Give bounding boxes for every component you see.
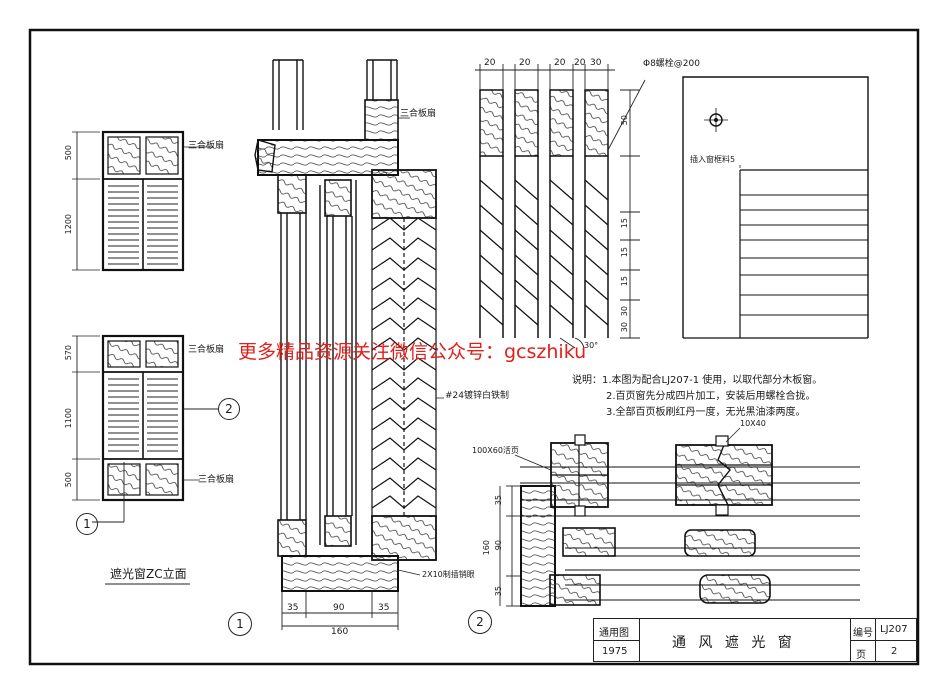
section2-dim-35b: 35 bbox=[494, 586, 503, 597]
elevation-title: 遮光窗ZC立面 bbox=[110, 567, 187, 581]
louver-dim-15b: 15 bbox=[620, 247, 629, 258]
section-1 bbox=[254, 59, 444, 630]
note-2: 2.百页窗先分成四片加工，安装后用螺栓合拢。 bbox=[606, 391, 816, 402]
section2-number: 2 bbox=[468, 610, 492, 634]
louver-dim-15c: 15 bbox=[620, 276, 629, 287]
label-plywood-sash-mid: 三合板扇 bbox=[188, 345, 225, 355]
dim-500-upper: 500 bbox=[64, 145, 73, 161]
louver-dim-20c: 20 bbox=[554, 58, 566, 68]
watermark-text: 更多精品资源关注微信公众号：gcszhiku bbox=[238, 341, 587, 363]
louver-bolt-label: Φ8螺栓@200 bbox=[643, 59, 700, 69]
callout-1-elevation: 1 bbox=[76, 513, 98, 535]
section2-dim-35a: 35 bbox=[494, 495, 503, 506]
louver-angle: 30° bbox=[584, 341, 599, 350]
louver-dim-30b: 30 bbox=[620, 322, 629, 333]
section1-dim-35a: 35 bbox=[287, 603, 299, 613]
sheet-border bbox=[28, 28, 920, 666]
year: 1975 bbox=[602, 646, 628, 657]
elevation-upper bbox=[72, 130, 214, 272]
note-3: 3.全部百页板刷红丹一度，无光黑油漆两度。 bbox=[606, 407, 806, 418]
section1-number: 1 bbox=[228, 612, 252, 636]
louver-dim-30: 30 bbox=[590, 58, 602, 68]
callout-2-elevation: 2 bbox=[218, 398, 240, 420]
dim-570: 570 bbox=[64, 345, 73, 361]
dim-500-lower: 500 bbox=[64, 472, 73, 488]
page-number: 2 bbox=[891, 646, 898, 657]
section1-strip-label: #24镀锌白铁制 bbox=[445, 391, 509, 401]
louver-dim-20b: 20 bbox=[519, 58, 531, 68]
label-plywood-sash-bottom: 三合板扇 bbox=[198, 475, 235, 485]
section1-plywood-label: 三合板扇 bbox=[400, 109, 437, 119]
louver-elevation-detail bbox=[682, 76, 869, 339]
section1-dim-35b: 35 bbox=[378, 603, 390, 613]
notes-title: 说明： bbox=[572, 375, 602, 386]
section2-hinge-label: 100X60活页 bbox=[472, 446, 519, 455]
label-plywood-sash-top: 三合板扇 bbox=[188, 141, 225, 151]
notes-block: 说明：1.本图为配合LJ207-1 使用，以取代部分木板窗。 2.百页窗先分成四… bbox=[572, 373, 822, 421]
section1-dim-total: 160 bbox=[331, 627, 349, 637]
page-label: 页 bbox=[856, 650, 866, 661]
louver-detail bbox=[475, 64, 646, 349]
drawing-title: 通 风 遮 光 窗 bbox=[672, 635, 796, 651]
louver-dim-20d: 20 bbox=[574, 58, 586, 68]
dim-1100: 1100 bbox=[64, 408, 73, 429]
elevation-lower bbox=[72, 334, 218, 523]
drawing-code: LJ207 bbox=[880, 624, 908, 635]
dim-1200: 1200 bbox=[64, 214, 73, 235]
louver-dim-50: 50 bbox=[620, 115, 629, 126]
section-2 bbox=[499, 427, 860, 607]
title-block: 通用图 1975 通 风 遮 光 窗 编号 LJ207 页 2 bbox=[593, 618, 918, 662]
louver-dim-30a: 30 bbox=[620, 306, 629, 317]
section2-dim-160: 160 bbox=[482, 540, 491, 556]
note-1: 1.本图为配合LJ207-1 使用，以取代部分木板窗。 bbox=[602, 375, 823, 386]
series-label: 通用图 bbox=[599, 628, 629, 639]
section1-dim-90: 90 bbox=[333, 603, 345, 613]
section1-frame-label: 2X10制插销眼 bbox=[422, 570, 475, 579]
section2-dim-90: 90 bbox=[494, 540, 503, 551]
section2-bolt-label: 10X40 bbox=[740, 419, 766, 428]
louver-dim-15a: 15 bbox=[620, 218, 629, 229]
code-label: 编号 bbox=[853, 628, 873, 639]
louver-insert-label: 插入窗框料5 bbox=[690, 155, 736, 164]
louver-dim-20a: 20 bbox=[484, 58, 496, 68]
